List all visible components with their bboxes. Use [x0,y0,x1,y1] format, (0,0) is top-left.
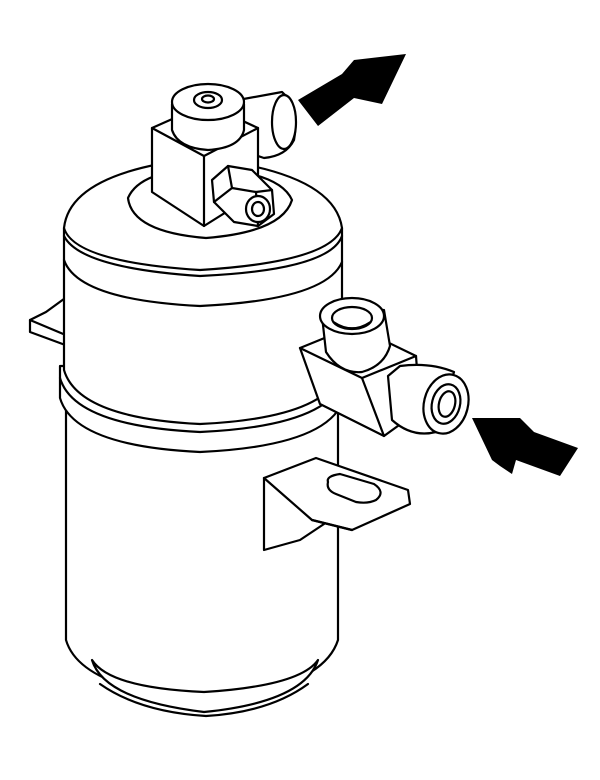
bottom-mounting-bracket [262,456,412,552]
inlet-flow-arrow [472,418,578,476]
drier-cylinder-body [58,156,346,718]
outlet-fitting [150,82,298,228]
left-mounting-tab [28,294,70,348]
inlet-fitting [298,296,470,438]
outlet-flow-arrow [298,54,406,126]
